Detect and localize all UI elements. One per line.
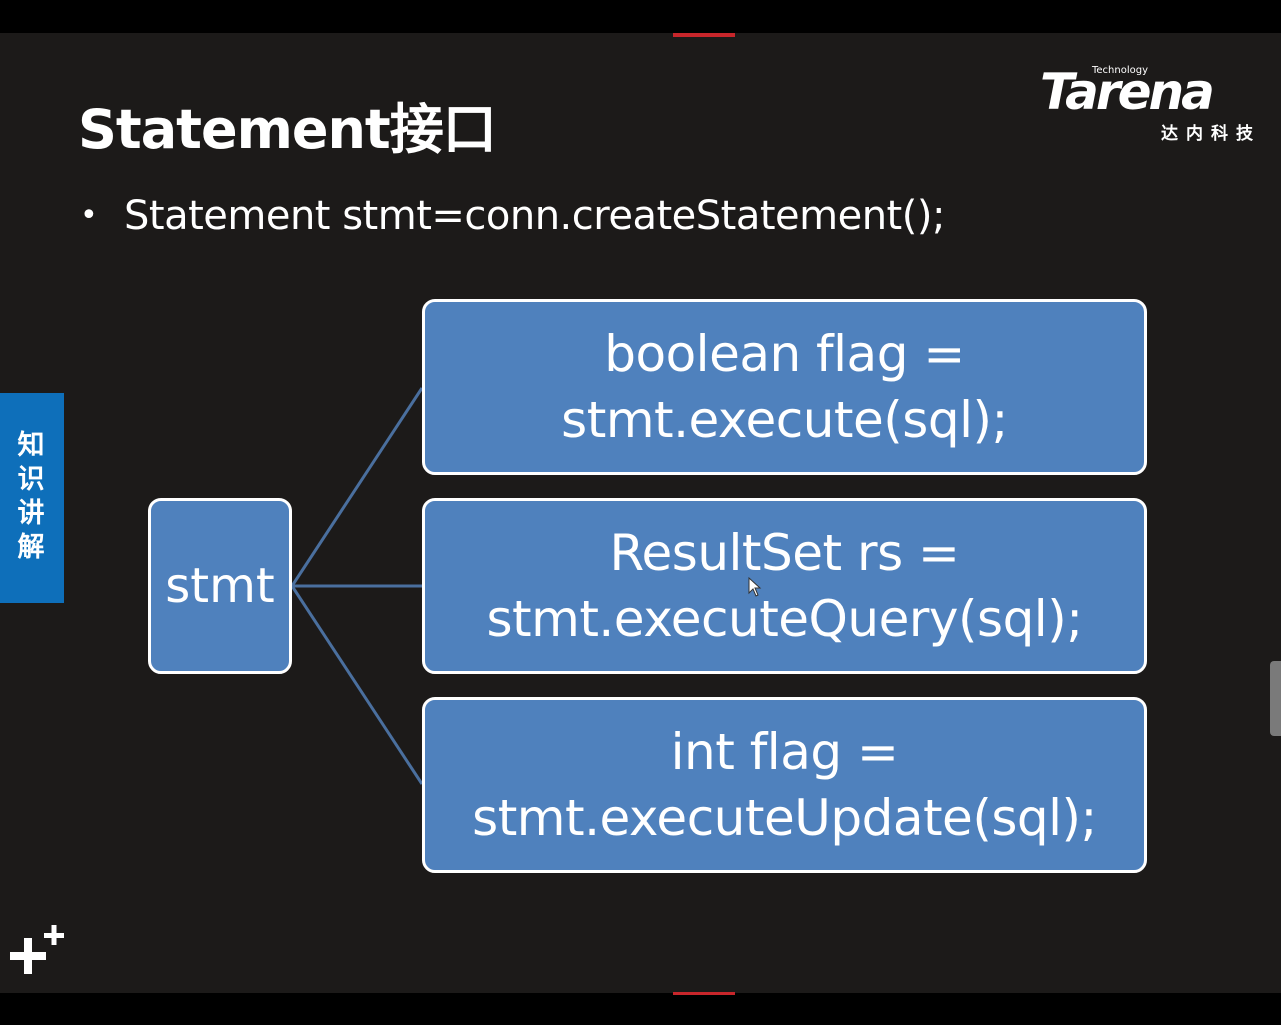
bullet-text: Statement stmt=conn.createStatement(); <box>124 193 945 239</box>
method-node-execute: boolean flag = stmt.execute(sql); <box>422 299 1147 475</box>
diagram-connectors <box>290 387 424 785</box>
logo-brand: Tarena <box>1040 63 1215 121</box>
plus-icon <box>10 925 64 974</box>
root-node-label: stmt <box>165 558 275 614</box>
bottom-accent-bar <box>673 992 735 995</box>
scroll-handle[interactable] <box>1270 661 1281 736</box>
top-accent-bar <box>673 33 735 37</box>
connector-line-3 <box>290 585 424 785</box>
root-node-stmt: stmt <box>148 498 292 674</box>
bullet-item: • Statement stmt=conn.createStatement(); <box>80 193 945 239</box>
bullet-marker: • <box>80 198 98 233</box>
method-node-executeQuery: ResultSet rs = stmt.executeQuery(sql); <box>422 498 1147 674</box>
slide: Statement接口 Tarena Technology 达内科技 • Stat… <box>0 33 1281 993</box>
cursor-icon <box>748 577 762 597</box>
method-node-line2: stmt.execute(sql); <box>561 391 1008 449</box>
connector-line-1 <box>290 387 424 587</box>
method-node-executeUpdate: int flag = stmt.executeUpdate(sql); <box>422 697 1147 873</box>
logo-tagline: Technology <box>1092 65 1149 76</box>
method-node-line2: stmt.executeUpdate(sql); <box>472 789 1097 847</box>
method-node-line1: ResultSet rs = <box>609 524 960 582</box>
method-node-line1: int flag = <box>670 723 899 781</box>
side-tab-label: 知识讲解 <box>17 430 45 563</box>
logo-chinese: 达内科技 <box>1161 124 1261 144</box>
slide-title: Statement接口 <box>78 98 497 161</box>
tarena-logo: Tarena Technology 达内科技 <box>1040 57 1265 147</box>
method-node-line2: stmt.executeQuery(sql); <box>486 590 1083 648</box>
side-tab[interactable]: 知识讲解 <box>0 393 64 603</box>
method-node-line1: boolean flag = <box>604 325 965 383</box>
